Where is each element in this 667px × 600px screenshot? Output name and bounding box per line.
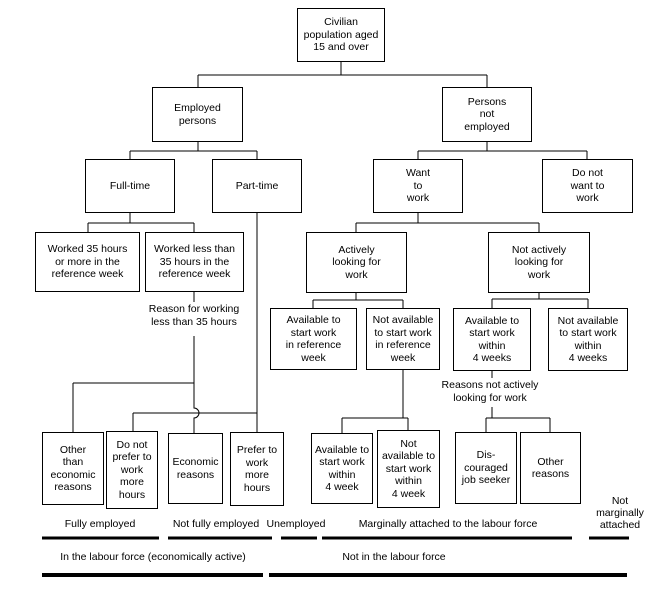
- node-available-within-4-weeks: Available to start work within 4 weeks: [453, 308, 531, 371]
- node-other-than-economic-reasons: Other than economic reasons: [42, 432, 104, 505]
- node-want-to-work: Want to work: [373, 159, 463, 213]
- footer-label-fully-employed: Fully employed: [62, 518, 138, 531]
- node-worked-less-than-35: Worked less than 35 hours in the referen…: [145, 232, 244, 292]
- footer-label-unemployed: Unemployed: [264, 518, 328, 531]
- node-other-reasons: Other reasons: [520, 432, 581, 504]
- node-persons-not-employed: Persons not employed: [442, 87, 532, 142]
- annotation-reason-working-less: Reason for working less than 35 hours: [137, 303, 251, 329]
- node-civilian-population: Civilian population aged 15 and over: [297, 8, 385, 62]
- node-discouraged-job-seeker: Dis- couraged job seeker: [455, 432, 517, 504]
- footer-label-not-in-labour-force: Not in the labour force: [322, 551, 466, 564]
- node-available-reference-week: Available to start work in reference wee…: [270, 308, 357, 370]
- node-not-available-reference-week: Not available to start work in reference…: [366, 308, 440, 370]
- node-part-time: Part-time: [212, 159, 302, 213]
- node-available-within-4-week: Available to start work within 4 week: [311, 433, 373, 504]
- node-economic-reasons: Economic reasons: [168, 433, 223, 504]
- node-not-available-within-4-week: Not available to start work within 4 wee…: [377, 430, 440, 508]
- node-not-actively-looking: Not actively looking for work: [488, 232, 590, 293]
- node-do-not-want-to-work: Do not want to work: [542, 159, 633, 213]
- node-not-available-within-4-weeks: Not available to start work within 4 wee…: [548, 308, 628, 371]
- node-do-not-prefer-more-hours: Do not prefer to work more hours: [106, 431, 158, 509]
- node-worked-35-or-more: Worked 35 hours or more in the reference…: [35, 232, 140, 292]
- annotation-reasons-not-actively-looking: Reasons not actively looking for work: [428, 379, 552, 405]
- node-employed-persons: Employed persons: [152, 87, 243, 142]
- node-full-time: Full-time: [85, 159, 175, 213]
- footer-label-not-marginally-attached: Not marginally attached: [583, 495, 657, 531]
- footer-label-not-fully-employed: Not fully employed: [170, 518, 262, 531]
- node-actively-looking: Actively looking for work: [306, 232, 407, 293]
- tree-connector-path: [72, 62, 589, 433]
- footer-label-marginally-attached: Marginally attached to the labour force: [336, 518, 560, 531]
- node-prefer-more-hours: Prefer to work more hours: [230, 432, 284, 506]
- footer-label-in-labour-force: In the labour force (economically active…: [36, 551, 270, 564]
